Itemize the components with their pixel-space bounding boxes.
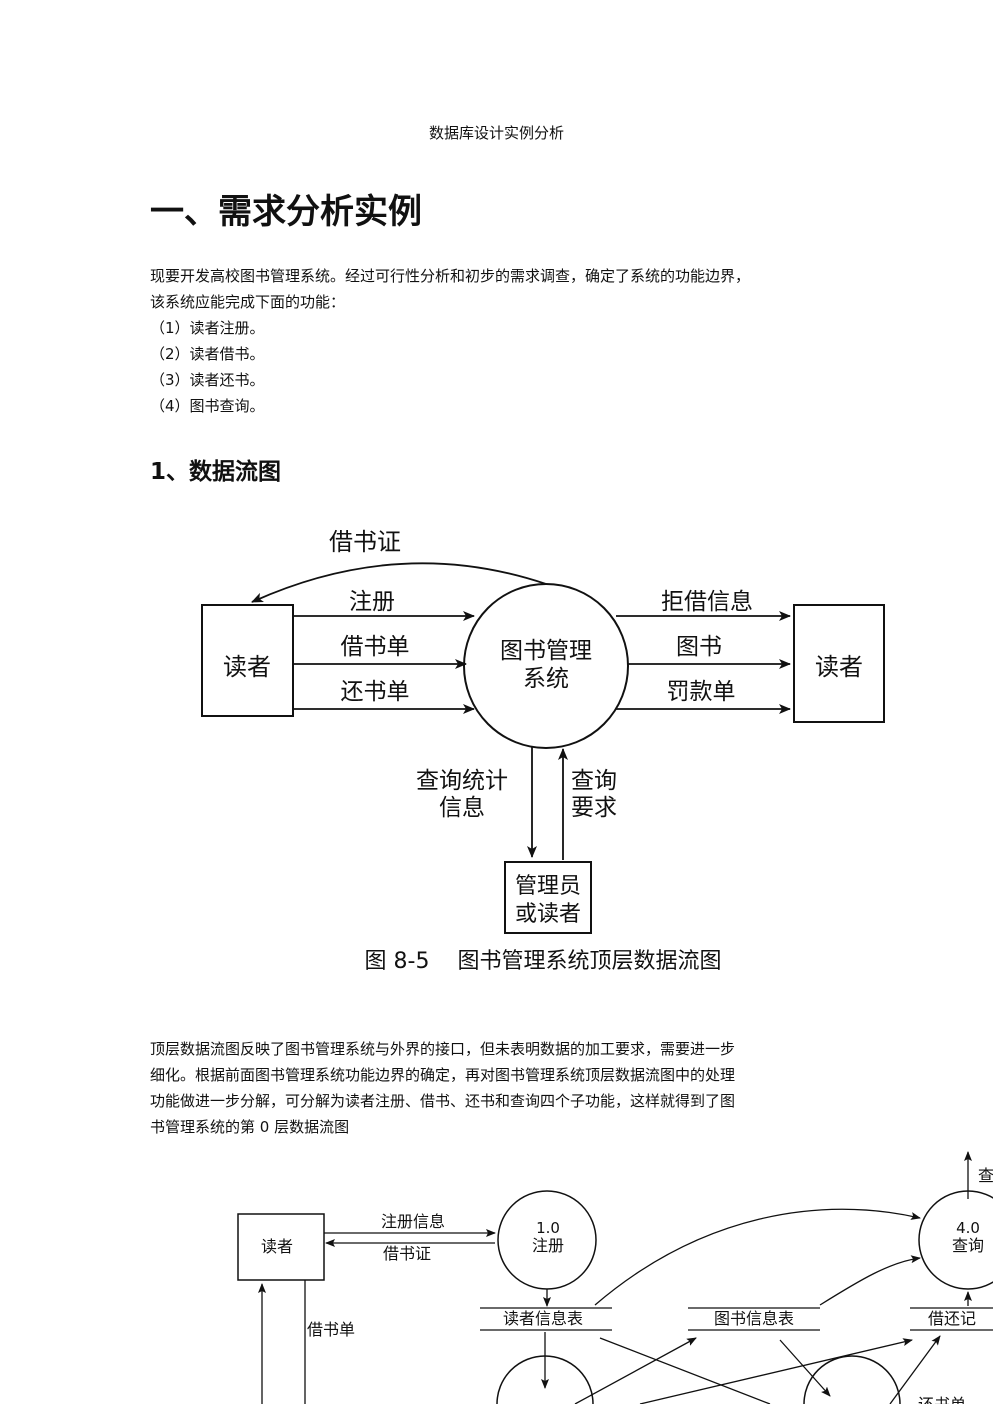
entity-admin-or-reader bbox=[504, 861, 592, 934]
flow-reader-to-query bbox=[594, 1208, 921, 1306]
document-title: 数据库设计实例分析 bbox=[428, 124, 564, 142]
function-item: （3）读者还书。 bbox=[150, 371, 265, 389]
flow-query-stats-label-line1: 查询统计 bbox=[416, 768, 508, 794]
flow-query-stats-label-line2: 信息 bbox=[439, 795, 485, 821]
body-line: 细化。根据前面图书管理系统功能边界的确定，再对图书管理系统顶层数据流图中的处理 bbox=[150, 1066, 736, 1084]
flow-card-label: 借书证 bbox=[383, 1244, 431, 1263]
flow-cross-3 bbox=[779, 1339, 831, 1397]
flow-register-info-label: 注册信息 bbox=[381, 1212, 445, 1231]
process-register-label: 注册 bbox=[532, 1236, 564, 1255]
flow-cross-4 bbox=[639, 1338, 913, 1404]
flow-cross-2 bbox=[599, 1337, 771, 1404]
process-label-line2: 系统 bbox=[523, 666, 569, 692]
flow-cross-1 bbox=[574, 1337, 697, 1404]
process-borrow-partial bbox=[496, 1355, 594, 1404]
figure-caption: 图 8-5 图书管理系统顶层数据流图 bbox=[365, 949, 722, 974]
entity-reader-right-label: 读者 bbox=[815, 653, 863, 681]
store-book-label: 图书信息表 bbox=[714, 1309, 794, 1328]
function-item: （1）读者注册。 bbox=[150, 319, 265, 337]
flow-refusal-info-label: 拒借信息 bbox=[661, 589, 753, 615]
flow-borrow-slip-label: 借书单 bbox=[307, 1320, 355, 1339]
flow-query-out-label: 查 bbox=[978, 1166, 993, 1185]
process-register-number: 1.0 bbox=[536, 1219, 560, 1237]
intro-paragraph: 现要开发高校图书管理系统。经过可行性分析和初步的需求调查，确定了系统的功能边界，… bbox=[150, 263, 850, 419]
heading-data-flow-diagram: 1、数据流图 bbox=[150, 459, 282, 485]
body-paragraph: 顶层数据流图反映了图书管理系统与外界的接口，但未表明数据的加工要求，需要进一步 … bbox=[150, 1036, 850, 1140]
flow-cross-5 bbox=[889, 1335, 941, 1404]
flow-return-slip-cut-label: 还书单 bbox=[918, 1395, 966, 1404]
entity-reader-right bbox=[793, 604, 885, 723]
store-reader-label: 读者信息表 bbox=[503, 1309, 583, 1328]
entity-reader-left-label: 读者 bbox=[223, 653, 271, 681]
flow-fine-slip-label: 罚款单 bbox=[667, 679, 736, 705]
body-line: 顶层数据流图反映了图书管理系统与外界的接口，但未表明数据的加工要求，需要进一步 bbox=[150, 1040, 736, 1058]
flow-library-card-label: 借书证 bbox=[329, 528, 401, 556]
function-item: （2）读者借书。 bbox=[150, 345, 265, 363]
flow-query-request-label-line2: 要求 bbox=[571, 795, 617, 821]
entity-reader-label: 读者 bbox=[261, 1237, 293, 1256]
entity-reader bbox=[237, 1213, 325, 1281]
flow-register-label: 注册 bbox=[349, 589, 395, 615]
body-line: 功能做进一步分解，可分解为读者注册、借书、还书和查询四个子功能，这样就得到了图 bbox=[150, 1092, 736, 1110]
entity-reader-left bbox=[201, 604, 294, 717]
flow-book-to-query bbox=[819, 1255, 921, 1306]
entity-admin-label-line2: 或读者 bbox=[515, 902, 581, 927]
intro-line: 该系统应能完成下面的功能： bbox=[150, 293, 346, 311]
flow-library-card-arrow bbox=[251, 562, 547, 603]
flow-query-request-label-line1: 查询 bbox=[571, 768, 617, 794]
store-record-label: 借还记 bbox=[928, 1309, 976, 1328]
process-query-number: 4.0 bbox=[956, 1219, 980, 1237]
flow-return-slip-label: 还书单 bbox=[341, 679, 410, 705]
flow-book-label: 图书 bbox=[676, 634, 722, 660]
function-item: （4）图书查询。 bbox=[150, 397, 265, 415]
process-return-partial bbox=[803, 1355, 901, 1404]
entity-admin-label-line1: 管理员 bbox=[515, 874, 581, 899]
flow-borrow-slip-label: 借书单 bbox=[341, 634, 410, 660]
body-line: 书管理系统的第 0 层数据流图 bbox=[150, 1118, 350, 1136]
process-label-line1: 图书管理 bbox=[500, 638, 592, 664]
intro-line: 现要开发高校图书管理系统。经过可行性分析和初步的需求调查，确定了系统的功能边界， bbox=[150, 267, 751, 285]
process-query-label: 查询 bbox=[952, 1236, 984, 1255]
heading-requirements-analysis: 一、需求分析实例 bbox=[150, 192, 422, 232]
